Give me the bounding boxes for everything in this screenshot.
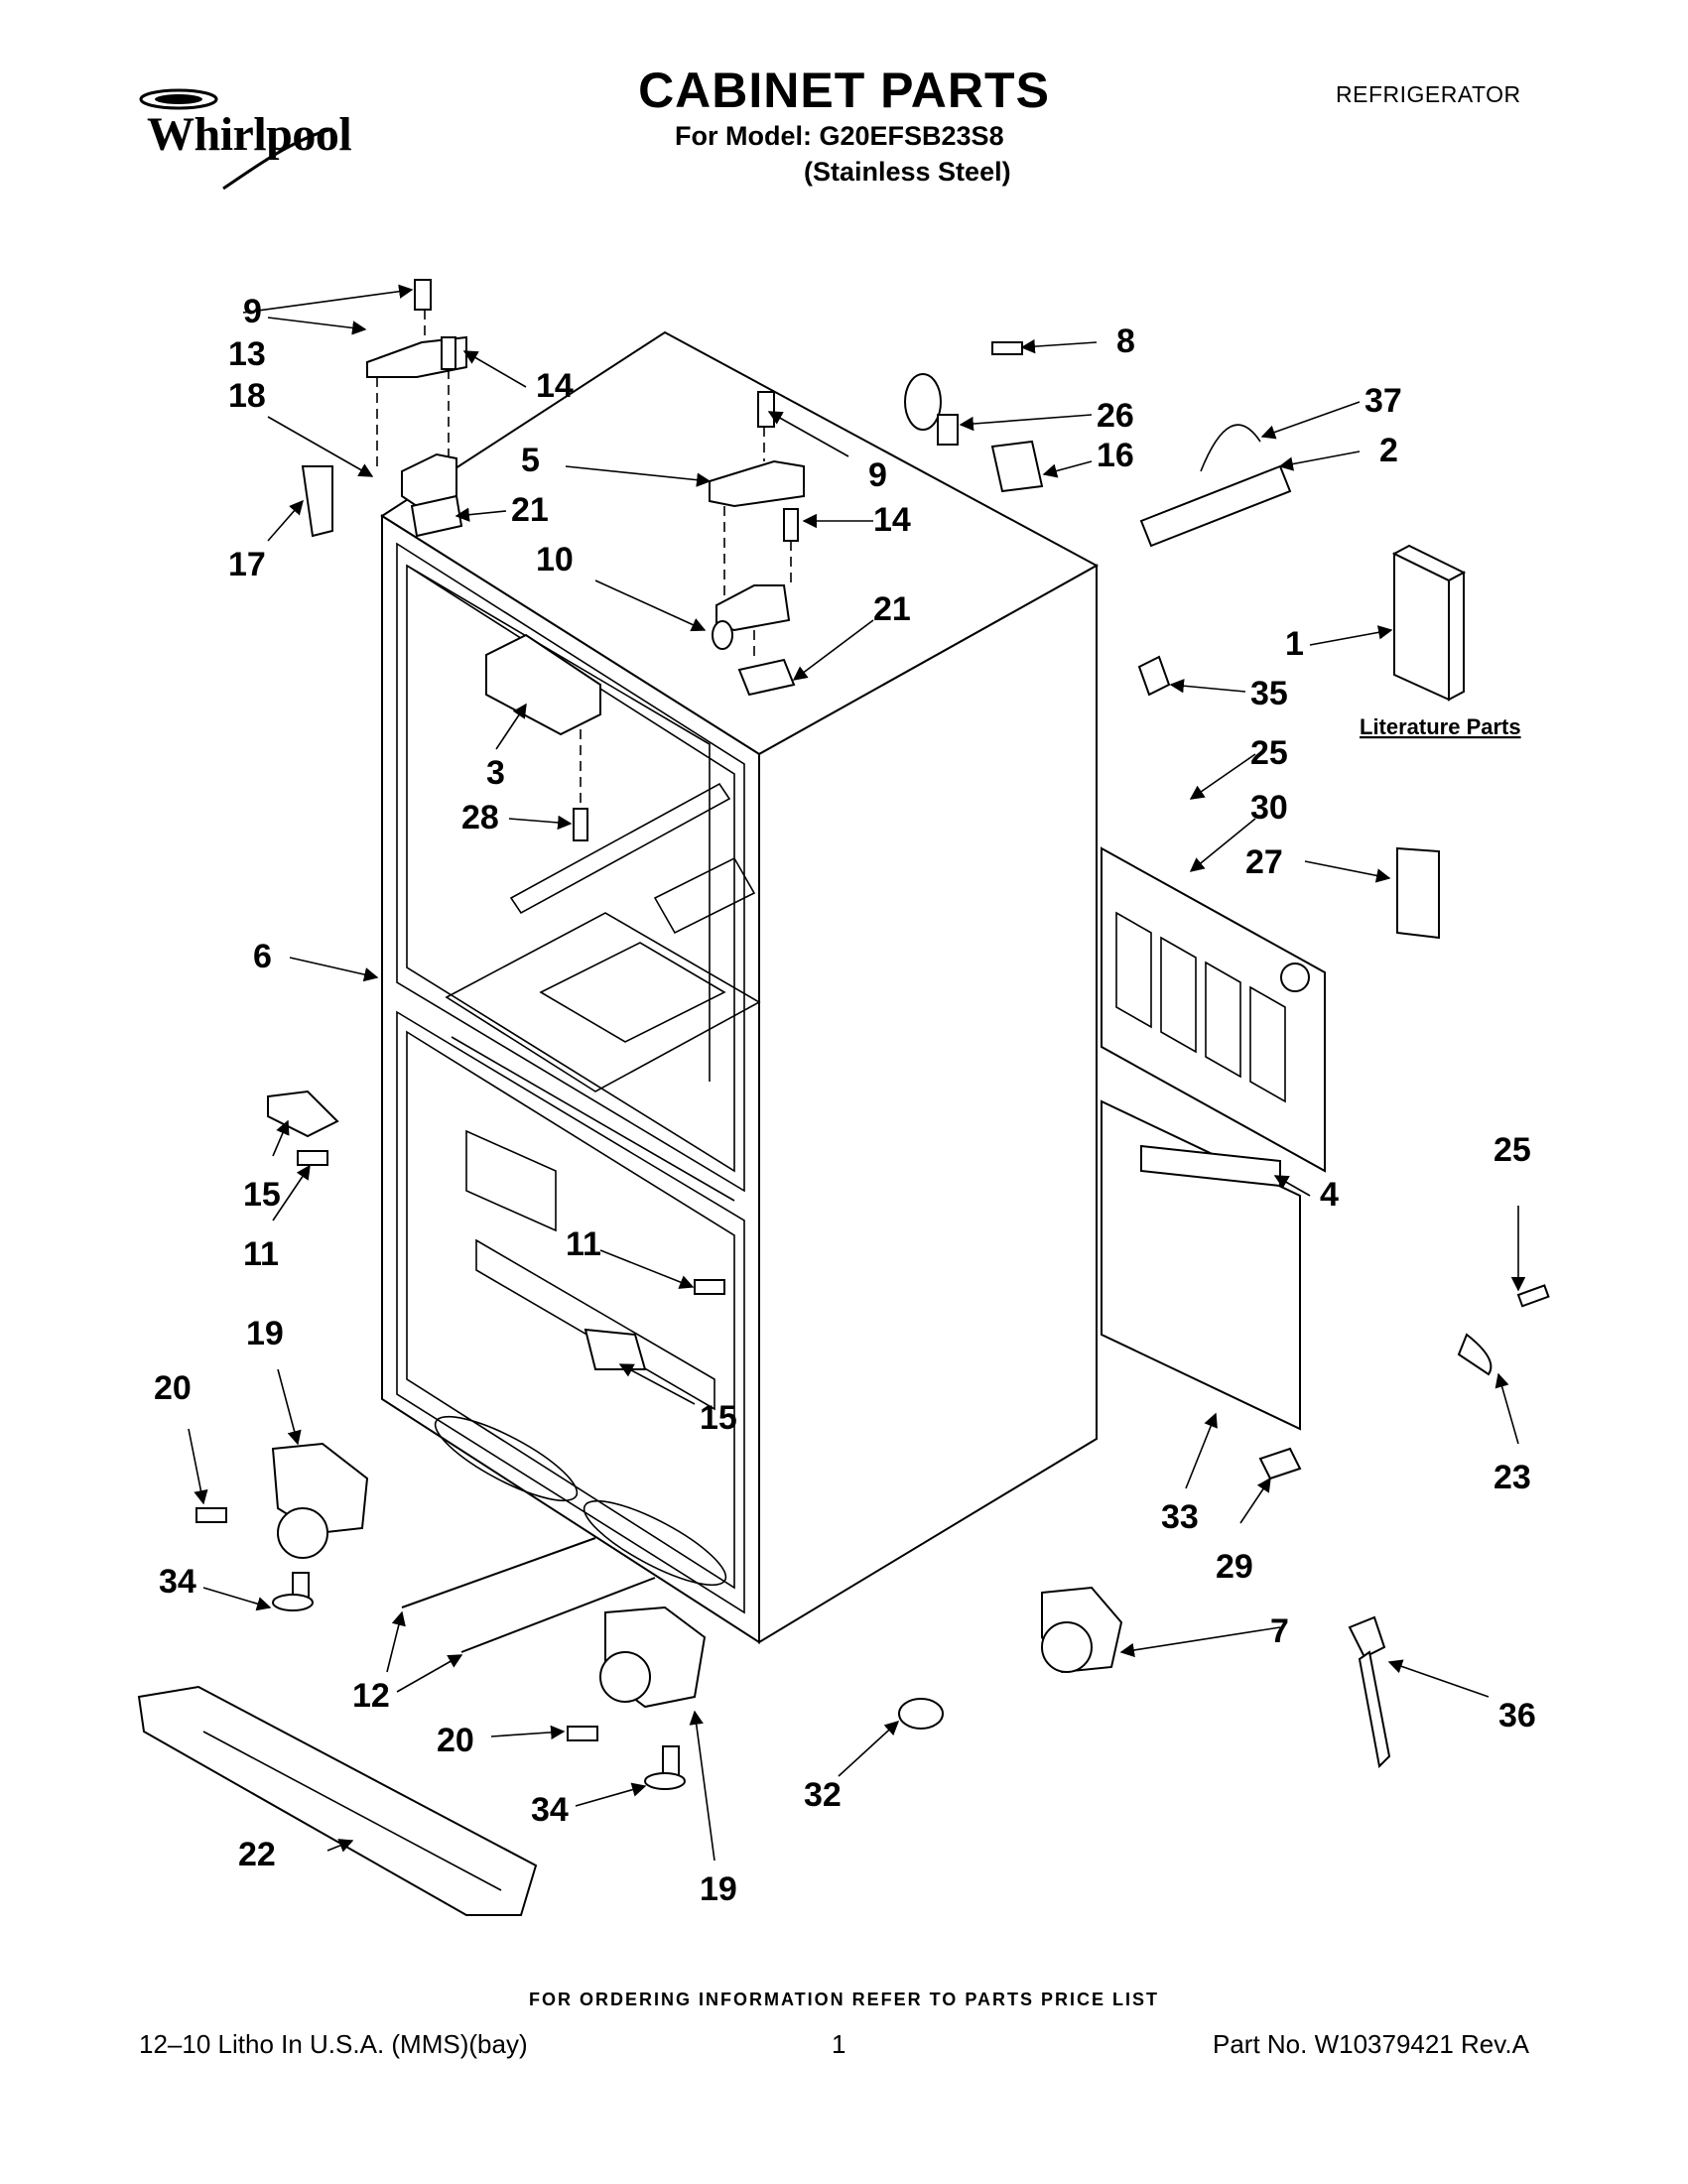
callout-11: 11 [566,1225,601,1263]
whirlpool-logo [139,88,333,191]
literature-parts [1391,544,1467,702]
page-number: 1 [832,2029,846,2059]
callout-27: 27 [1245,843,1283,881]
clip-29 [1258,1447,1302,1480]
callout-23: 23 [1493,1459,1531,1496]
callout-5: 5 [521,442,540,479]
upper-left-hinge-assembly [301,279,467,538]
callout-17: 17 [228,546,266,583]
callout-26: 26 [1097,397,1134,435]
callout-6: 6 [253,938,272,975]
callout-20: 20 [154,1369,192,1407]
callout-4: 4 [1320,1176,1339,1214]
callout-14: 14 [536,367,574,405]
callout-2: 2 [1379,432,1398,469]
callout-arrows [188,284,1526,1862]
callout-34: 34 [159,1563,196,1601]
grommet-32 [898,1698,944,1730]
right-upper-parts [904,341,1292,548]
callout-12: 12 [352,1677,390,1715]
callout-32: 32 [804,1776,842,1814]
callout-15: 15 [700,1399,737,1437]
callout-14: 14 [873,501,911,539]
clamp-and-screw [1457,1284,1550,1376]
leveling-rod [460,1577,656,1653]
part-number: Part No. W10379421 Rev.A [1213,2029,1529,2059]
callout-7: 7 [1270,1612,1289,1650]
callout-34: 34 [531,1791,569,1829]
callout-13: 13 [228,335,266,373]
brand-logo-text: Whirlpool [147,108,352,161]
callout-36: 36 [1498,1697,1536,1734]
leveling-rod [401,1537,596,1608]
model-finish: (Stainless Steel) [804,157,1011,187]
callout-1: 1 [1285,625,1304,663]
callout-25: 25 [1493,1131,1531,1169]
callout-19: 19 [700,1870,737,1908]
toe-grille [137,1685,538,1916]
clip-35 [1137,655,1171,697]
callout-35: 35 [1250,675,1288,712]
rear-access-panel [1101,846,1440,1431]
callout-33: 33 [1161,1498,1199,1536]
callout-labels: 9 13 14 18 21 17 5 9 14 10 21 8 26 16 37… [154,293,1536,1908]
callout-25: 25 [1250,734,1288,772]
callout-21: 21 [873,590,911,628]
upper-center-hinge-assembly [709,391,805,697]
callout-8: 8 [1116,322,1135,360]
literature-parts-label: Literature Parts [1360,714,1521,739]
callout-9: 9 [243,293,262,330]
ordering-note: FOR ORDERING INFORMATION REFER TO PARTS … [528,1990,1159,2009]
callout-19: 19 [246,1315,284,1352]
callout-18: 18 [228,377,266,415]
roller-assemblies [195,1442,1123,1790]
callout-30: 30 [1250,789,1288,827]
callout-16: 16 [1097,437,1134,474]
callout-11: 11 [243,1235,279,1273]
model-number: For Model: G20EFSB23S8 [675,121,1004,151]
callout-37: 37 [1364,382,1402,420]
callout-10: 10 [536,541,574,578]
wrench-36 [1348,1615,1391,1769]
callout-21: 21 [511,491,549,529]
callout-29: 29 [1216,1548,1253,1586]
callout-9: 9 [868,456,887,494]
appliance-category: REFRIGERATOR [1336,81,1521,107]
callout-15: 15 [243,1176,281,1214]
callout-3: 3 [486,754,505,792]
refrigerator-cabinet [380,330,1100,1644]
litho-info: 12–10 Litho In U.S.A. (MMS)(bay) [139,2029,528,2059]
page-title: CABINET PARTS [638,63,1050,118]
callout-28: 28 [461,799,499,836]
callout-20: 20 [437,1722,474,1759]
callout-22: 22 [238,1836,276,1873]
